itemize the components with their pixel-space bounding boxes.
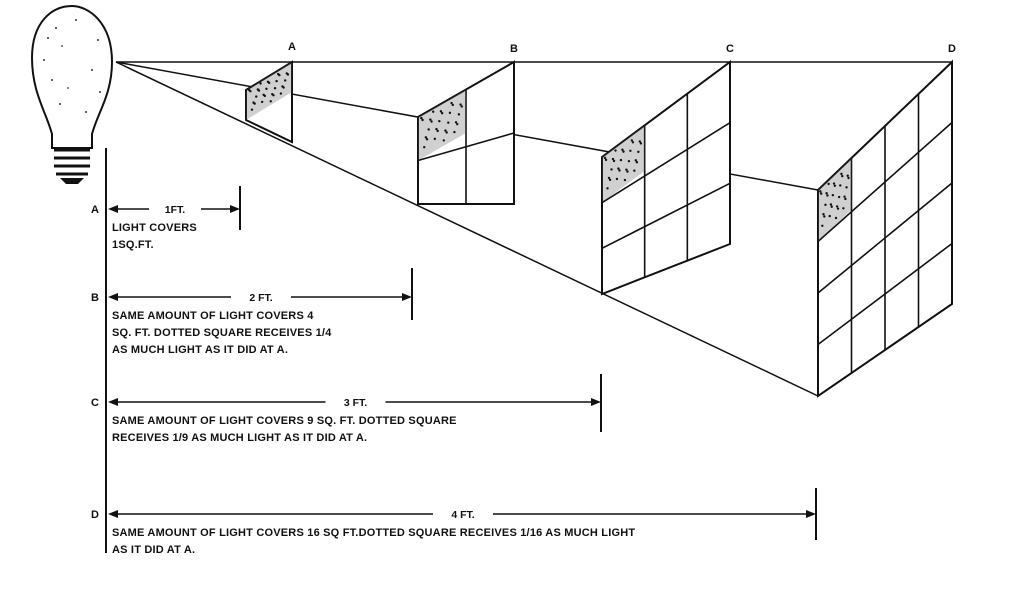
caption-a-line: LIGHT COVERS: [112, 222, 197, 234]
dotted-square: [246, 62, 292, 120]
screen-d: D: [817, 43, 956, 398]
caption-b-line: SAME AMOUNT OF LIGHT COVERS 4: [112, 310, 314, 322]
distance-label-d: 4 FT.: [451, 509, 474, 521]
dotted-square: [602, 125, 645, 203]
row-letter-d: D: [91, 509, 99, 521]
dotted-square: [418, 89, 466, 161]
caption-b-line: AS MUCH LIGHT AS IT DID AT A.: [112, 344, 288, 356]
captions: LIGHT COVERS 1SQ.FT. SAME AMOUNT OF LIGHT …: [112, 222, 635, 556]
caption-b-line: SQ. FT. DOTTED SQUARE RECEIVES 1/4: [112, 327, 332, 339]
dimension-c: C 3 FT.: [91, 374, 602, 432]
dotted-square: [818, 158, 852, 242]
screen-letter-c: C: [726, 43, 734, 55]
caption-c-line: SAME AMOUNT OF LIGHT COVERS 9 SQ. FT. DO…: [112, 415, 457, 427]
caption-d-line: AS IT DID AT A.: [112, 544, 195, 556]
light-bulb-icon: [30, 4, 114, 184]
distance-dimensions: A 1FT. B 2 FT. C 3 FT. D 4 FT.: [91, 186, 817, 540]
distance-label-c: 3 FT.: [344, 397, 367, 409]
distance-label-a: 1FT.: [165, 204, 186, 216]
caption-a-line: 1SQ.FT.: [112, 239, 154, 251]
screen-letter-d: D: [948, 43, 956, 55]
dimension-d: D 4 FT.: [91, 488, 817, 540]
dimension-a: A 1FT.: [91, 186, 241, 230]
distance-label-b: 2 FT.: [249, 292, 272, 304]
screen-a: A: [245, 41, 296, 144]
screen-letter-b: B: [510, 43, 518, 55]
row-letter-c: C: [91, 397, 99, 409]
row-letter-b: B: [91, 292, 99, 304]
caption-d-line: SAME AMOUNT OF LIGHT COVERS 16 SQ FT.DOT…: [112, 527, 635, 539]
screens: A B C D: [245, 41, 956, 398]
row-letter-a: A: [91, 204, 99, 216]
dimension-b: B 2 FT.: [91, 268, 413, 320]
screen-c: C: [601, 43, 734, 296]
screen-b: B: [417, 43, 518, 205]
light-ray: [115, 61, 819, 397]
caption-c-line: RECEIVES 1/9 AS MUCH LIGHT AS IT DID AT …: [112, 432, 367, 444]
screen-letter-a: A: [288, 41, 296, 53]
